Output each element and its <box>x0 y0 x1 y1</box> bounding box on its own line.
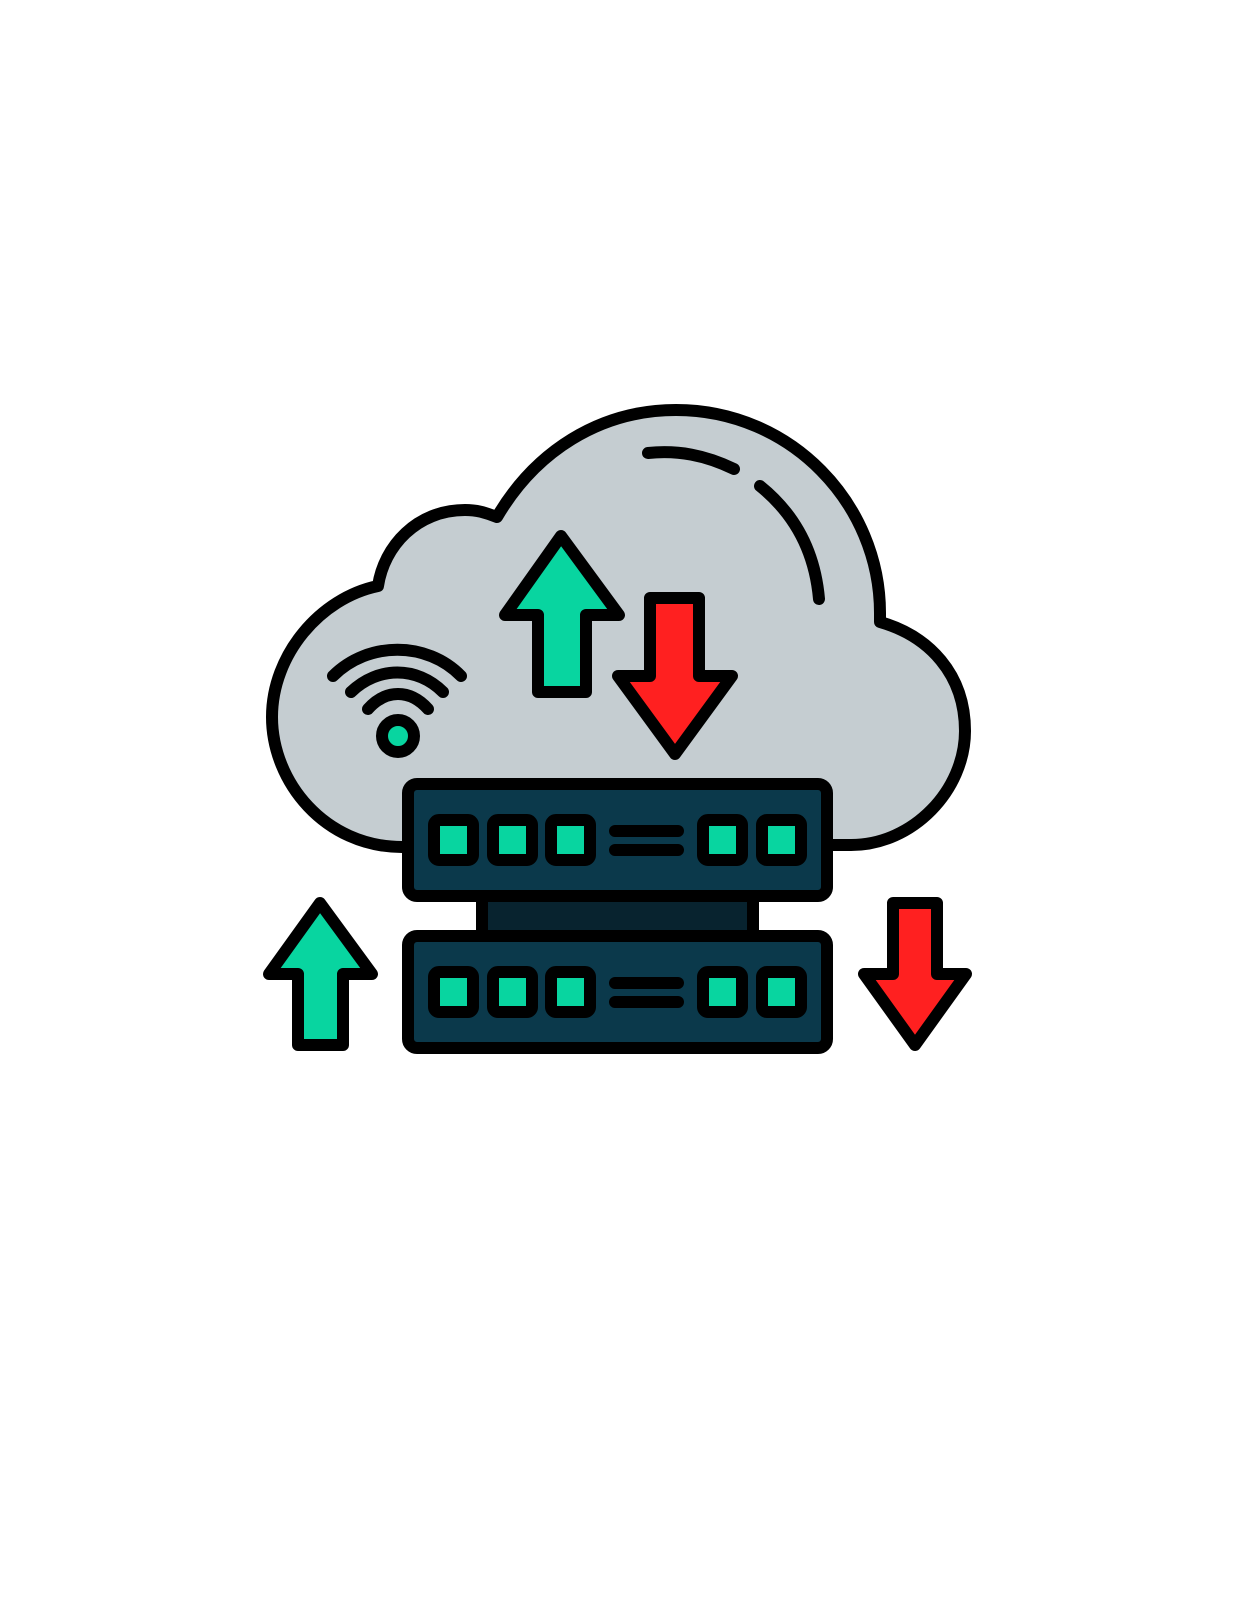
indicator-light <box>428 814 479 866</box>
server-unit-upper <box>402 778 833 902</box>
indicator-light <box>756 966 807 1018</box>
cloud-highlight-arc-upper <box>642 446 740 475</box>
indicator-light <box>697 814 748 866</box>
cloud-highlight-arc-lower <box>754 480 825 605</box>
wifi-wave-inner <box>362 688 434 715</box>
arrow-down-icon <box>612 592 738 760</box>
indicator-light <box>545 814 596 866</box>
wifi-wave-middle <box>345 666 449 698</box>
indicator-light <box>428 966 479 1018</box>
cloud-icon <box>266 404 971 853</box>
arrow-up-icon <box>263 897 378 1051</box>
indicator-light <box>697 966 748 1018</box>
wifi-wave-outer <box>327 643 467 682</box>
server-unit-body <box>402 778 833 902</box>
server-rack-icon <box>402 778 833 1054</box>
arrow-down-icon <box>858 897 972 1051</box>
indicator-light <box>487 966 538 1018</box>
wifi-dot <box>376 714 420 758</box>
server-unit-lower <box>402 930 833 1054</box>
indicator-light <box>487 814 538 866</box>
arrow-up-icon <box>499 530 625 698</box>
indicator-light <box>756 814 807 866</box>
wifi-icon <box>327 643 467 758</box>
indicator-light <box>545 966 596 1018</box>
server-unit-body <box>402 930 833 1054</box>
